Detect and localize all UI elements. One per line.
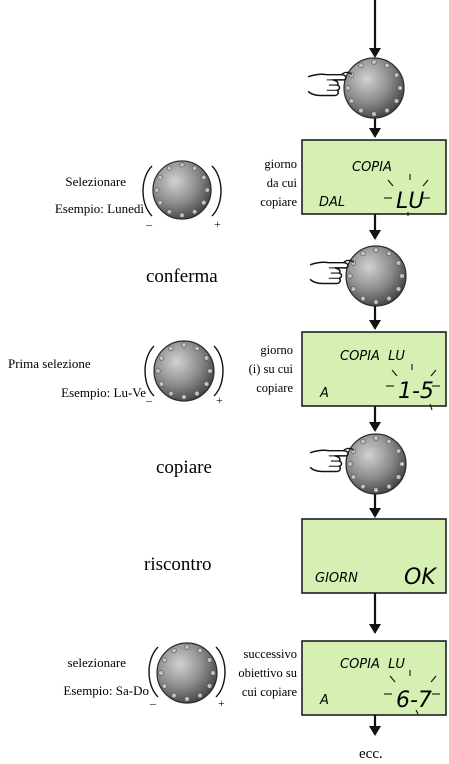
step-example: Esempio: Sa-Do [63, 683, 149, 698]
lcd-display [301, 139, 447, 215]
step-first-selection: Prima selezione Esempio: Lu-Ve – + giorn… [8, 331, 447, 411]
rotary-knob-icon[interactable] [153, 340, 215, 402]
hint-line: giorno [260, 343, 293, 357]
svg-text:–: – [145, 217, 153, 231]
step-label: copiare [156, 457, 212, 478]
rotate-arrows-icon: – + [144, 345, 224, 407]
rotary-knob-icon[interactable] [156, 642, 218, 704]
rotate-arrows-icon: – + [142, 165, 222, 231]
lcd-bottom-left: A [319, 693, 329, 708]
svg-text:–: – [145, 393, 153, 407]
arrow-down-icon-head [369, 230, 381, 240]
rotary-knob-icon[interactable] [345, 433, 407, 495]
step-label: Prima selezione [8, 356, 91, 371]
step-confirm: conferma [146, 245, 407, 307]
step-example: Esempio: Lunedì [55, 201, 145, 216]
svg-text:+: + [214, 217, 221, 231]
rotary-knob-icon[interactable] [345, 245, 407, 307]
hint-line: da cui [267, 176, 298, 190]
blink-indicator-icon [384, 670, 440, 715]
step-label: selezionare [68, 655, 127, 670]
rotate-arrows-icon: – + [148, 646, 226, 710]
arrow-down-icon-head [369, 508, 381, 518]
lcd-left-text: GIORN [315, 571, 358, 586]
press-knob-step-1 [307, 57, 405, 119]
lcd-blinking-value: 6-7 [396, 688, 432, 713]
arrow-down-icon-head [369, 726, 381, 736]
arrow-down-icon-head [369, 128, 381, 138]
step-label: conferma [146, 266, 218, 287]
rotary-knob-icon[interactable] [152, 160, 212, 220]
etc-label: ecc. [359, 746, 383, 762]
lcd-top-text: COPIA LU [340, 349, 405, 364]
lcd-top-text: COPIA [352, 160, 392, 175]
step-select-day: Selezionare Esempio: Lunedì – + giorno d… [55, 139, 447, 231]
blink-indicator-icon [386, 364, 440, 411]
hint-line: successivo [244, 647, 297, 661]
hint-line: giorno [264, 157, 297, 171]
svg-text:+: + [218, 696, 225, 710]
hint-line: obiettivo su [238, 666, 297, 680]
blink-indicator-icon [384, 174, 430, 216]
lcd-blinking-value: 1-5 [398, 379, 434, 404]
lcd-blinking-value: LU [396, 189, 424, 214]
lcd-bottom-left: A [319, 386, 329, 401]
hint-line: cui copiare [242, 685, 298, 699]
arrow-down-icon-head [369, 320, 381, 330]
hint-line: (i) su cui [249, 362, 294, 376]
arrow-down-icon-head [369, 48, 381, 58]
rotary-knob-icon[interactable] [343, 57, 405, 119]
step-label: Selezionare [65, 174, 126, 189]
step-copy: copiare [156, 433, 407, 495]
flow-arrows [369, 0, 381, 736]
arrow-down-icon-head [369, 624, 381, 634]
svg-text:–: – [149, 696, 157, 710]
step-label: riscontro [144, 554, 212, 575]
lcd-top-text: COPIA LU [340, 657, 405, 672]
hint-line: copiare [260, 195, 297, 209]
hint-line: copiare [256, 381, 293, 395]
svg-text:+: + [216, 393, 223, 407]
lcd-display [301, 640, 447, 716]
lcd-display [301, 331, 447, 407]
lcd-bottom-left: DAL [319, 195, 345, 210]
step-feedback: riscontro GIORN OK [144, 518, 447, 594]
step-example: Esempio: Lu-Ve [61, 385, 146, 400]
step-next-target: selezionare Esempio: Sa-Do – + successiv… [63, 640, 447, 716]
lcd-display [301, 518, 447, 594]
lcd-value: OK [404, 565, 437, 590]
arrow-down-icon-head [369, 422, 381, 432]
